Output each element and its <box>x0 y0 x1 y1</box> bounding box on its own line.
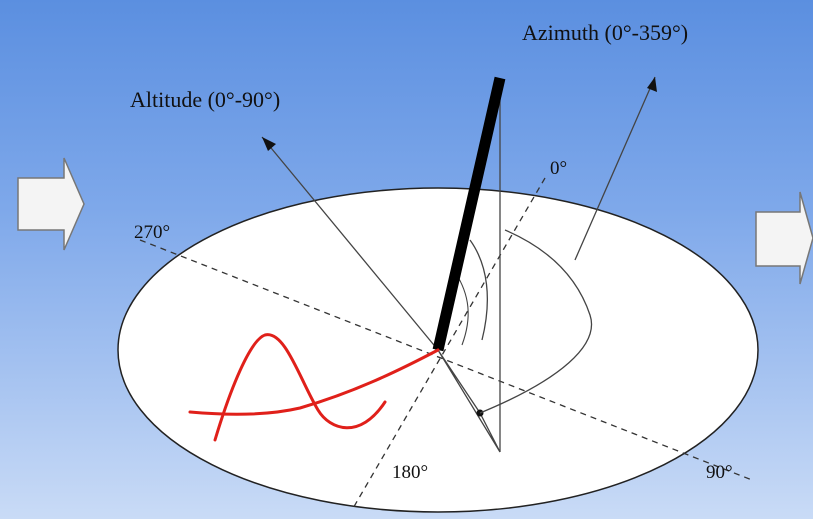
right-block-arrow-icon <box>755 191 813 285</box>
azimuth-label: Azimuth (0°-359°) <box>522 20 689 45</box>
north-south-dashed-line <box>351 177 546 511</box>
south-degree-label: 180° <box>392 462 429 483</box>
azimuth-arrow-line <box>574 76 656 261</box>
azimuth-arc <box>479 229 593 414</box>
east-degree-label: 90° <box>706 462 733 483</box>
altitude-label: Altitude (0°-90°) <box>130 87 281 112</box>
west-degree-label: 270° <box>134 222 171 243</box>
altitude-arc <box>469 239 489 341</box>
north-degree-label: 0° <box>550 158 568 179</box>
sun-path-curve <box>188 333 440 442</box>
projection-triangle <box>437 349 501 453</box>
gnomon-rod <box>432 76 506 352</box>
altitude-arrow-line <box>261 136 439 351</box>
altitude-arrow-head-icon <box>262 137 276 151</box>
azimuth-arrow-head-icon <box>647 77 657 92</box>
left-block-arrow-icon <box>17 157 85 251</box>
